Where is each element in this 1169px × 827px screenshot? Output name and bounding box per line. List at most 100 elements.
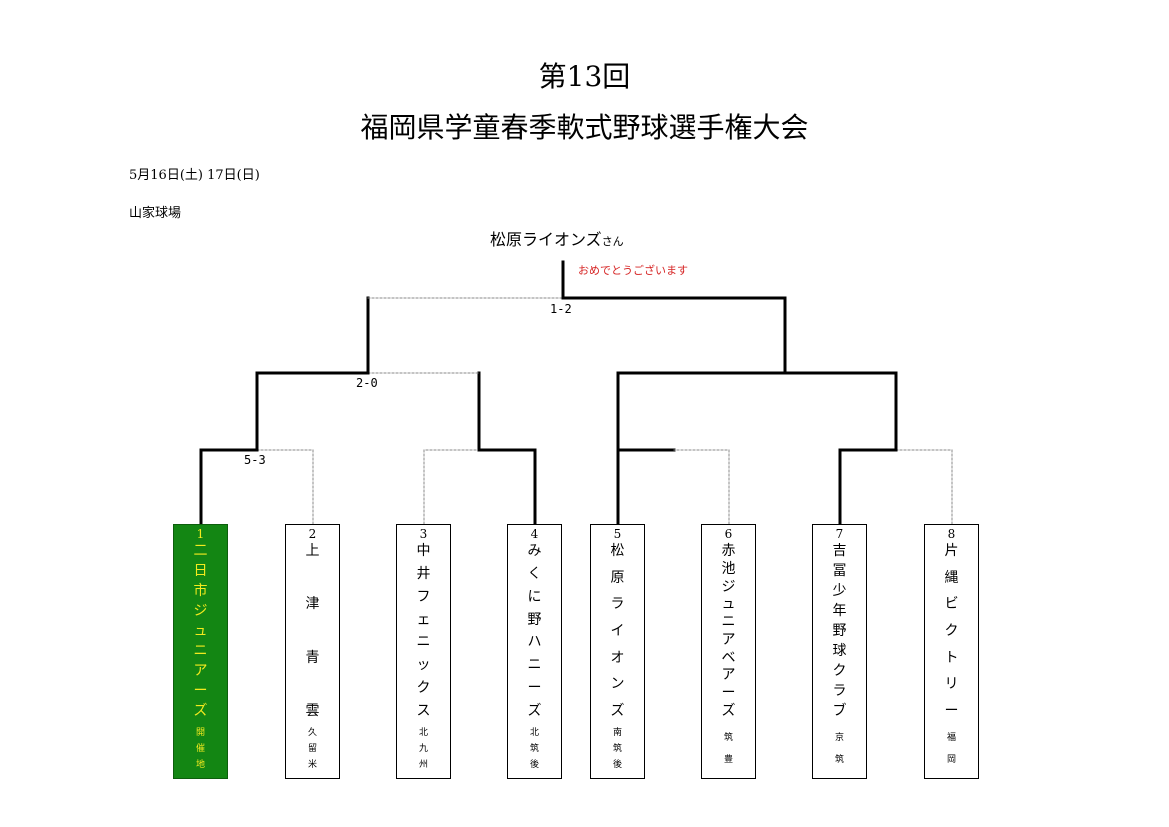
tournament-venue: 山家球場	[129, 206, 182, 221]
team-name-char: ズ	[193, 703, 208, 719]
team-name: 中井フェニックス	[397, 543, 450, 719]
team-name-char: ェ	[416, 611, 431, 628]
team-name-char: ア	[721, 667, 736, 684]
bracket-line-team8	[895, 449, 953, 525]
team-region-char: 筑	[834, 754, 844, 765]
team-seed: 4	[530, 527, 539, 541]
tournament-name: 福岡県学童春季軟式野球選手権大会	[360, 111, 809, 144]
team-name-char: ズ	[721, 702, 736, 719]
score-final: 1-2	[550, 302, 572, 316]
bracket-line-team2	[256, 449, 314, 525]
team-name-char: 松	[610, 543, 625, 559]
page-title: 第13回	[538, 60, 631, 93]
team-name-char: ン	[610, 676, 625, 693]
team-name: 赤池ジュニアベアーズ	[702, 543, 755, 719]
team-name-char: ト	[944, 649, 959, 666]
team-name-char: イ	[610, 622, 625, 639]
team-seed: 8	[947, 527, 956, 541]
team-name-char: ク	[944, 622, 959, 639]
team-name-char: 球	[832, 643, 847, 659]
team-name-char: ジ	[721, 578, 736, 595]
team-name-char: ベ	[721, 649, 736, 666]
team-region-char: 北	[418, 728, 428, 738]
team-name-char: に	[527, 588, 542, 605]
team-region-char: 岡	[946, 754, 956, 765]
team-name-char: ー	[721, 685, 736, 702]
team-name-char: 縄	[944, 569, 959, 586]
team-name-char: ラ	[610, 596, 625, 613]
team-name-char: ニ	[721, 614, 736, 631]
team-name-char: ブ	[832, 703, 847, 719]
team-name: 吉冨少年野球クラブ	[813, 543, 866, 719]
team-name-char: 青	[305, 649, 320, 666]
team-name-char: ク	[832, 663, 847, 679]
team-region-char: 後	[612, 760, 622, 770]
team-name-char: ュ	[721, 596, 736, 613]
team-region: 筑豊	[702, 722, 755, 776]
team-name-char: 二	[193, 543, 208, 559]
team-box: 8 片縄ビクトリー福岡	[924, 524, 979, 779]
team-name-char: ク	[416, 680, 431, 697]
team-name-char: 津	[305, 596, 320, 613]
team-name: みくに野ハニーズ	[508, 543, 561, 719]
bracket-line-sf-left-a	[255, 371, 370, 452]
team-name-char: フ	[416, 588, 431, 605]
team-region-char: 久	[307, 728, 317, 738]
team-region: 京筑	[813, 722, 866, 776]
bracket-line-team1	[199, 448, 259, 526]
team-name-char: 市	[193, 583, 208, 599]
team-region-char: 豊	[723, 754, 733, 765]
team-region-char: 南	[612, 728, 622, 738]
team-name-char: 野	[832, 623, 847, 639]
team-region-char: 京	[834, 733, 844, 744]
team-name-char: ニ	[193, 643, 208, 659]
team-region-char: 催	[195, 744, 205, 754]
team-name-char: ス	[416, 702, 431, 719]
team-seed: 7	[835, 527, 844, 541]
team-name-char: み	[527, 543, 542, 559]
score-semifinal: 2-0	[356, 376, 378, 390]
bracket-line-team6	[673, 449, 730, 525]
team-name-char: 池	[721, 560, 736, 577]
bracket-line-team7	[838, 448, 898, 526]
team-name-char: ジ	[193, 603, 208, 619]
team-name-char: 井	[416, 565, 431, 582]
tournament-dates: 5月16日(土) 17日(日)	[129, 168, 260, 183]
team-name-char: 少	[832, 583, 847, 599]
team-name-char: ズ	[527, 702, 542, 719]
team-name-char: 冨	[832, 563, 847, 579]
team-region-char: 筑	[612, 744, 622, 754]
team-region-char: 留	[307, 744, 317, 754]
bracket-line-team4	[477, 448, 537, 526]
team-name: 片縄ビクトリー	[925, 543, 978, 719]
team-name-char: ュ	[193, 623, 208, 639]
team-name-char: ー	[193, 683, 208, 699]
team-name-char: ッ	[416, 657, 431, 674]
team-name-char: ラ	[832, 683, 847, 699]
team-name-char: 雲	[305, 702, 320, 719]
team-name-char: 吉	[832, 543, 847, 559]
bracket-line-sf-right-a	[616, 371, 898, 452]
team-name-char: 赤	[721, 543, 736, 559]
champion-name: 松原ライオンズ	[490, 230, 602, 249]
team-region-char: 福	[946, 733, 956, 744]
team-name-char: ー	[944, 702, 959, 719]
team-name-char: ズ	[610, 702, 625, 719]
bracket-line-team5	[616, 448, 676, 526]
team-name-char: 上	[305, 543, 320, 559]
team-region: 開催地	[174, 722, 227, 776]
team-region: 北九州	[397, 722, 450, 776]
team-region-char: 米	[307, 760, 317, 770]
champion-suffix: さん	[601, 235, 624, 248]
team-name: 二日市ジュニアーズ	[174, 543, 227, 719]
team-region-char: 後	[529, 760, 539, 770]
team-name-char: 片	[944, 543, 959, 559]
team-name: 松原ライオンズ	[591, 543, 644, 719]
